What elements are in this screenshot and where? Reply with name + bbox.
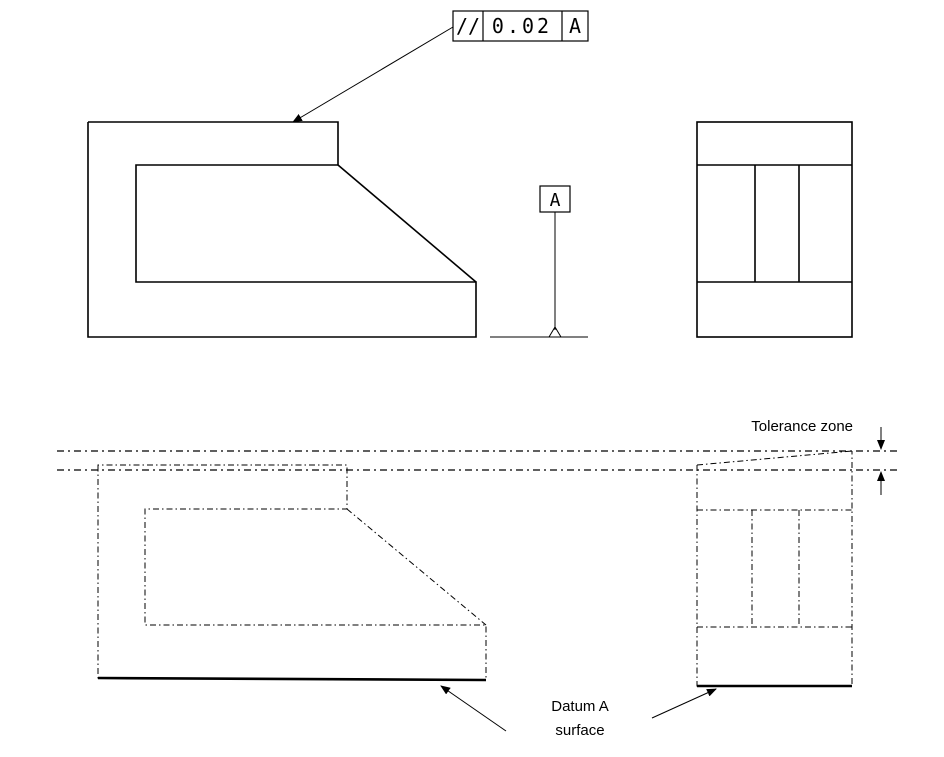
tolerance-value: 0.02 (492, 14, 552, 38)
datum-surface-front (97, 676, 487, 682)
datum-label: A (550, 190, 561, 211)
datum-symbol: A (490, 185, 588, 338)
datum-surface-label-line2: surface (555, 722, 604, 739)
datum-surface-label-line1: Datum A (551, 698, 609, 715)
tolerance-zone-label: Tolerance zone (751, 418, 853, 435)
datum-reference: A (569, 14, 581, 38)
datum-surface-arrows (440, 685, 717, 732)
side-view-tilted (696, 450, 853, 687)
parallelism-symbol: // (456, 14, 480, 38)
front-view-outline (87, 121, 477, 338)
tolerance-zone-lines (57, 450, 898, 471)
leader-line (292, 26, 454, 123)
front-view-tilted (97, 464, 487, 681)
side-view-outline (696, 121, 853, 338)
feature-control-frame: // 0.02 A (452, 10, 589, 42)
